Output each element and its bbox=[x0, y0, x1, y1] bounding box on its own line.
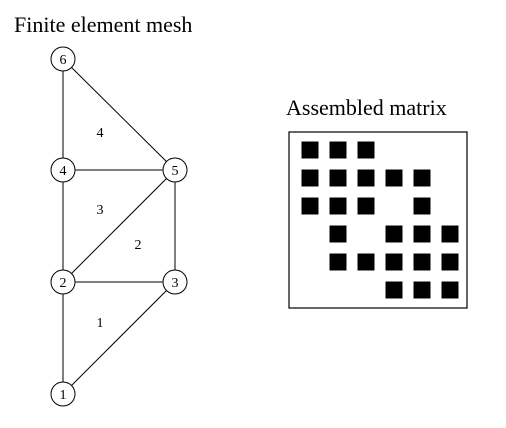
node-circle bbox=[50, 157, 76, 183]
matrix-cell-5-2 bbox=[329, 253, 347, 271]
node-label: 4 bbox=[60, 164, 67, 179]
node-circle bbox=[50, 381, 76, 407]
node-label: 3 bbox=[172, 276, 179, 291]
matrix-cell-5-5 bbox=[413, 253, 431, 271]
matrix-cell-2-2 bbox=[329, 169, 347, 187]
mesh-title: Finite element mesh bbox=[14, 12, 192, 37]
element-label-3: 3 bbox=[97, 203, 104, 218]
mesh-node-2: 2 bbox=[50, 269, 76, 295]
node-circle bbox=[162, 269, 188, 295]
mesh-edge bbox=[62, 58, 176, 171]
matrix-cell-3-3 bbox=[357, 197, 375, 215]
matrix-cell-4-4 bbox=[385, 225, 403, 243]
matrix-cell-5-3 bbox=[357, 253, 375, 271]
node-label: 2 bbox=[60, 276, 67, 291]
node-label: 6 bbox=[60, 53, 67, 68]
matrix-cell-3-2 bbox=[329, 197, 347, 215]
mesh-node-5: 5 bbox=[162, 157, 188, 183]
element-label-4: 4 bbox=[97, 126, 104, 141]
matrix-frame bbox=[288, 131, 468, 309]
matrix-cell-6-4 bbox=[385, 281, 403, 299]
matrix-cell-2-4 bbox=[385, 169, 403, 187]
matrix-cell-6-5 bbox=[413, 281, 431, 299]
matrix-cell-6-6 bbox=[441, 281, 459, 299]
matrix-cells bbox=[301, 141, 459, 299]
matrix-cell-4-6 bbox=[441, 225, 459, 243]
matrix-cell-2-1 bbox=[301, 169, 319, 187]
matrix-cell-3-1 bbox=[301, 197, 319, 215]
node-label: 5 bbox=[172, 164, 179, 179]
matrix-cell-2-3 bbox=[357, 169, 375, 187]
matrix-cell-5-4 bbox=[385, 253, 403, 271]
matrix-cell-4-5 bbox=[413, 225, 431, 243]
node-circle bbox=[162, 157, 188, 183]
matrix-cell-4-2 bbox=[329, 225, 347, 243]
mesh-element-labels: 1 2 3 4 bbox=[97, 126, 142, 331]
mesh-node-3: 3 bbox=[162, 269, 188, 295]
matrix-cell-5-6 bbox=[441, 253, 459, 271]
matrix-cell-3-5 bbox=[413, 197, 431, 215]
mesh-node-4: 4 bbox=[50, 157, 76, 183]
matrix-title: Assembled matrix bbox=[286, 95, 447, 120]
element-label-2: 2 bbox=[135, 238, 142, 253]
node-circle bbox=[50, 46, 76, 72]
matrix-cell-1-3 bbox=[357, 141, 375, 159]
mesh-edge bbox=[62, 281, 176, 395]
mesh-nodes: 1 2 3 4 5 6 bbox=[50, 46, 188, 407]
node-label: 1 bbox=[60, 388, 67, 403]
element-label-1: 1 bbox=[97, 316, 104, 331]
matrix-cell-1-2 bbox=[329, 141, 347, 159]
mesh-edge bbox=[62, 169, 176, 283]
matrix-cell-2-5 bbox=[413, 169, 431, 187]
mesh-node-6: 6 bbox=[50, 46, 76, 72]
node-circle bbox=[50, 269, 76, 295]
mesh-node-1: 1 bbox=[50, 381, 76, 407]
mesh-edges bbox=[62, 58, 176, 395]
matrix-cell-1-1 bbox=[301, 141, 319, 159]
